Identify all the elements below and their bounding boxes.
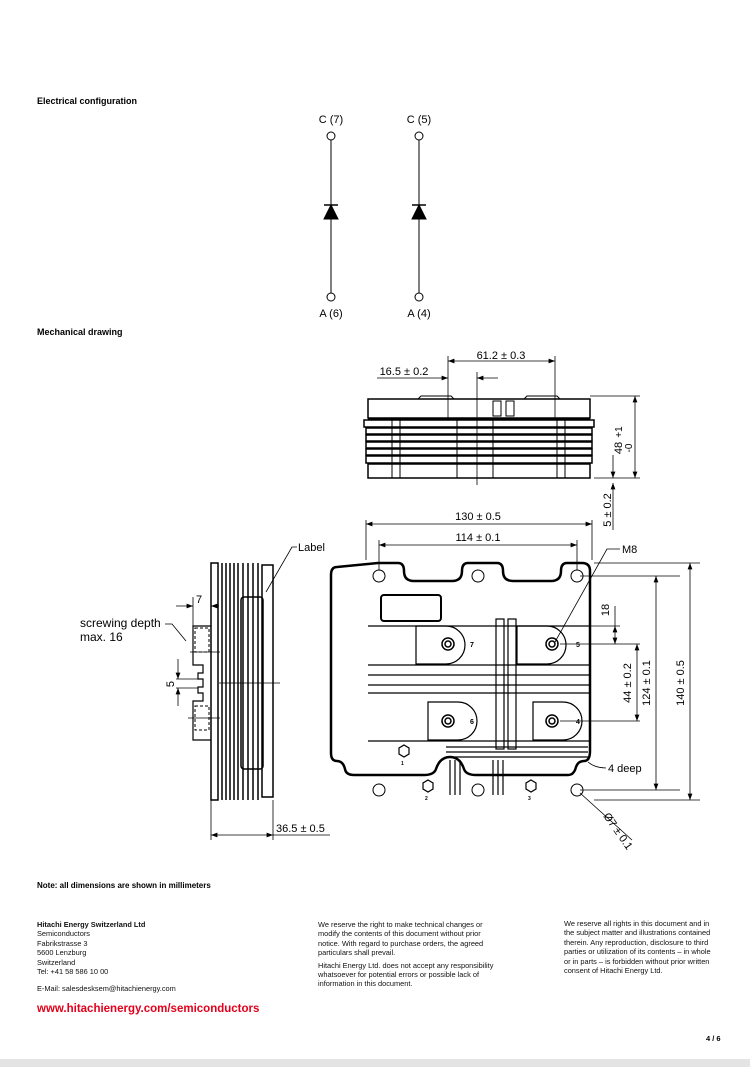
- bottom-bar: [0, 1059, 750, 1067]
- dim-61-2: 61.2 ± 0.3: [477, 350, 526, 362]
- diode-symbol-icon: [323, 203, 339, 220]
- svg-text:7: 7: [196, 594, 202, 606]
- svg-text:3: 3: [528, 796, 531, 802]
- svg-text:36.5 ± 0.5: 36.5 ± 0.5: [276, 823, 325, 835]
- diode-symbol-icon: [411, 203, 427, 220]
- svg-text:Ø7 ± 0.1: Ø7 ± 0.1: [601, 811, 635, 852]
- disclaimer-changes: We reserve the right to make technical c…: [318, 920, 484, 958]
- svg-text:7: 7: [470, 642, 474, 649]
- dimension-note: Note: all dimensions are shown in millim…: [37, 881, 211, 890]
- svg-text:+1: +1: [614, 426, 625, 438]
- svg-text:6: 6: [470, 719, 474, 726]
- svg-text:114 ± 0.1: 114 ± 0.1: [456, 532, 501, 544]
- terminal-label-c5: C (5): [407, 114, 431, 126]
- svg-text:140 ± 0.5: 140 ± 0.5: [675, 660, 687, 706]
- page-number: 4 / 6: [706, 1034, 721, 1043]
- section-heading-electrical: Electrical configuration: [37, 96, 138, 106]
- dim-16-5: 16.5 ± 0.2: [380, 366, 429, 378]
- svg-text:Label: Label: [298, 542, 325, 554]
- svg-text:1: 1: [401, 761, 404, 767]
- terminal-numbers: 7 5 6 4 1 2 3: [401, 642, 580, 802]
- address-line: Fabrikstrasse 3: [37, 938, 88, 948]
- svg-text:48: 48: [613, 442, 625, 454]
- footer-rights: We reserve all rights in this document a…: [564, 919, 711, 976]
- svg-text:5: 5: [165, 681, 177, 687]
- phone: Tel: +41 58 586 10 00: [37, 967, 109, 977]
- footer-contact: Hitachi Energy Switzerland Ltd Semicondu…: [37, 920, 237, 994]
- svg-text:130 ± 0.5: 130 ± 0.5: [455, 511, 501, 523]
- side-view-dimensions: Label screwing depth max. 16 7 5 36.5 ± …: [80, 542, 325, 835]
- address-line: Semiconductors: [37, 929, 90, 939]
- address-line: 5600 Lenzburg: [37, 948, 87, 958]
- svg-text:4 deep: 4 deep: [608, 763, 642, 775]
- footer-disclaimer: We reserve the right to make technical c…: [318, 920, 502, 989]
- front-view: [329, 520, 700, 841]
- svg-text:18: 18: [600, 604, 612, 616]
- top-view: [363, 356, 640, 530]
- svg-text:44 ± 0.2: 44 ± 0.2: [622, 663, 634, 703]
- terminal-label-a6: A (6): [319, 308, 342, 320]
- svg-text:5: 5: [576, 642, 580, 649]
- disclaimer-responsibility: Hitachi Energy Ltd. does not accept any …: [318, 960, 494, 989]
- terminal-label-c7: C (7): [319, 114, 343, 126]
- svg-text:4: 4: [576, 719, 580, 726]
- svg-text:M8: M8: [622, 544, 637, 556]
- dim-48: +1 -0 48: [613, 426, 635, 454]
- dim-5: 5 ± 0.2: [602, 493, 614, 527]
- email-link[interactable]: E-Mail: salesdesksem@hitachienergy.com: [37, 984, 176, 994]
- svg-text:-0: -0: [624, 443, 635, 452]
- website-link[interactable]: www.hitachienergy.com/semiconductors: [37, 1003, 260, 1015]
- company-name: Hitachi Energy Switzerland Ltd: [37, 920, 146, 929]
- side-view: [165, 546, 330, 840]
- section-heading-mechanical: Mechanical drawing: [37, 327, 123, 337]
- diode-7-6: C (7) A (6): [319, 114, 343, 320]
- svg-text:screwing depth: screwing depth: [80, 616, 161, 630]
- svg-text:124 ± 0.1: 124 ± 0.1: [641, 660, 653, 706]
- address-line: Switzerland: [37, 957, 76, 967]
- terminal-label-a4: A (4): [407, 308, 430, 320]
- svg-text:max. 16: max. 16: [80, 630, 123, 644]
- diode-5-4: C (5) A (4): [407, 114, 431, 320]
- svg-text:2: 2: [425, 796, 428, 802]
